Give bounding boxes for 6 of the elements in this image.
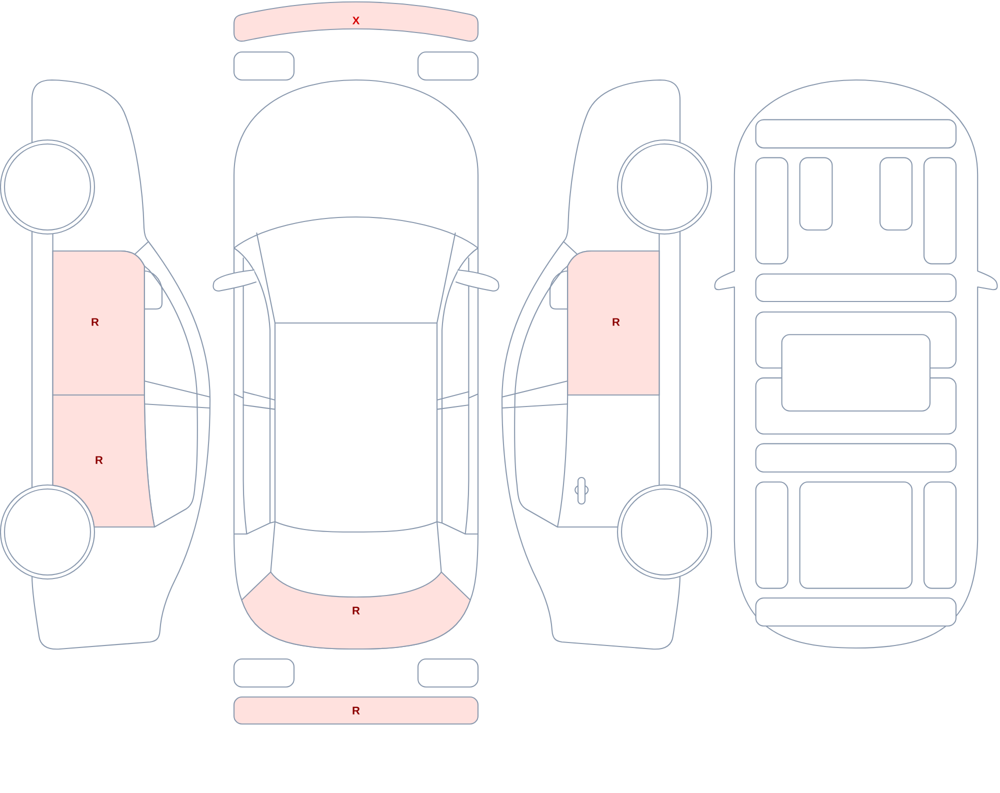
door-panel: R [52, 250, 145, 396]
door-panel: R [567, 250, 660, 396]
tailgate-panel: R [241, 571, 471, 650]
door-panel: R [52, 394, 156, 528]
bumper-panel: R [233, 696, 479, 725]
bumper-panel: X [233, 1, 479, 42]
